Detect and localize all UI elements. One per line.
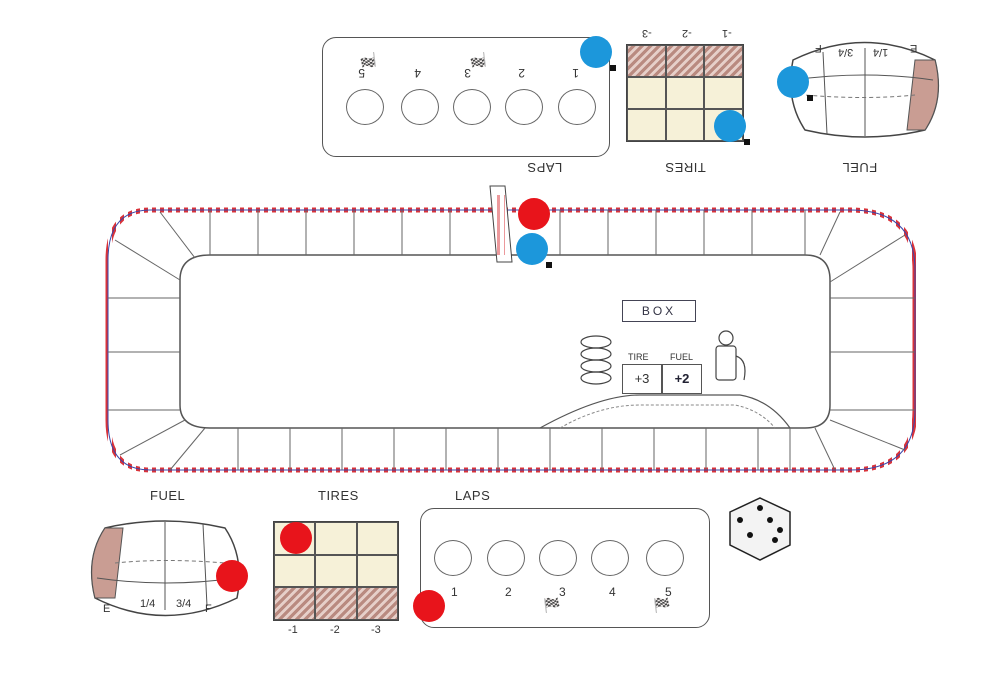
tire-cell-worn (627, 45, 666, 77)
tire-cell (665, 77, 705, 109)
token-marker (546, 262, 552, 268)
lap-circle[interactable] (434, 540, 472, 576)
checkered-flags-icon: 🏁 (469, 52, 487, 68)
tire-cell (627, 109, 666, 141)
fuel-gauge-bottom (90, 520, 240, 617)
tire-col-3-bottom: -3 (371, 624, 381, 636)
fuel-label-top: FUEL (842, 160, 878, 175)
lap-number: 2 (518, 66, 525, 80)
lap-number: 4 (609, 585, 616, 599)
laps-panel-bottom: 1 2 3 4 5 🏁 🏁 (420, 508, 710, 628)
red-tires-marker[interactable] (280, 522, 312, 554)
tire-cell (627, 77, 666, 109)
lap-number: 5 (358, 66, 365, 80)
pit-tire-label: TIRE (628, 352, 649, 362)
tire-cell (274, 554, 316, 588)
tire-cell (315, 522, 357, 555)
tire-cell-worn (356, 587, 398, 620)
red-car-token[interactable] (518, 198, 550, 230)
laps-label-top: LAPS (527, 160, 563, 175)
checkered-flags-icon: 🏁 (653, 597, 671, 613)
tire-cell (356, 554, 398, 588)
pit-fuel-bonus: +2 (662, 364, 702, 394)
fuel-mark-three-quarter-bottom: 3/4 (176, 598, 192, 610)
checkered-flags-icon: 🏁 (543, 597, 561, 613)
tire-col-3-top: -3 (642, 27, 652, 39)
tire-col-2-bottom: -2 (330, 624, 340, 636)
fuel-mark-e-bottom: E (103, 603, 111, 615)
tire-col-1-top: -1 (722, 27, 732, 39)
laps-label-bottom: LAPS (455, 488, 491, 503)
checkered-flags-icon: 🏁 (359, 52, 377, 68)
dice-icon (729, 497, 791, 561)
lap-circle[interactable] (346, 89, 384, 125)
lap-circle[interactable] (558, 89, 596, 125)
tire-cell-worn (665, 45, 705, 77)
blue-tires-marker[interactable] (714, 110, 750, 145)
tires-label-bottom: TIRES (318, 488, 359, 503)
pit-tire-bonus: +3 (622, 364, 662, 394)
tire-stack-icon (580, 335, 612, 385)
tire-cell (315, 554, 357, 588)
tire-cell-worn (704, 45, 743, 77)
red-laps-marker[interactable] (413, 590, 445, 622)
blue-car-token[interactable] (516, 233, 552, 268)
tire-cell (704, 77, 743, 109)
lap-number: 3 (559, 585, 566, 599)
token-marker (610, 65, 616, 71)
lap-number: 3 (464, 66, 471, 80)
fuel-mark-f-top: F (815, 42, 822, 54)
fuel-label-bottom: FUEL (150, 488, 186, 503)
pit-box-sign: BOX (622, 300, 696, 322)
fuel-mark-f-bottom: F (205, 603, 212, 615)
lap-circle[interactable] (401, 89, 439, 125)
fuel-mark-quarter-bottom: 1/4 (140, 598, 156, 610)
lap-circle[interactable] (453, 89, 491, 125)
tire-col-2-top: -2 (682, 27, 692, 39)
tire-cell (356, 522, 398, 555)
tire-cell-worn (274, 587, 316, 620)
fuel-pump-icon (715, 330, 746, 381)
tires-label-top: TIRES (665, 160, 706, 175)
lap-circle[interactable] (591, 540, 629, 576)
lap-number: 2 (505, 585, 512, 599)
fuel-mark-quarter-top: 1/4 (873, 46, 889, 58)
start-finish-line-icon (489, 185, 513, 263)
lap-circle[interactable] (646, 540, 684, 576)
blue-laps-marker[interactable] (580, 36, 616, 71)
tire-wear-grid-bottom (273, 521, 399, 621)
lap-circle[interactable] (539, 540, 577, 576)
tire-col-1-bottom: -1 (288, 624, 298, 636)
token-marker (807, 95, 813, 101)
lap-number: 1 (572, 66, 579, 80)
blue-fuel-marker[interactable] (777, 66, 813, 101)
lap-circle[interactable] (487, 540, 525, 576)
lap-circle[interactable] (505, 89, 543, 125)
tire-cell (665, 109, 705, 141)
red-fuel-marker[interactable] (216, 560, 248, 592)
pit-fuel-label: FUEL (670, 352, 694, 362)
laps-panel-top: 1 2 3 4 5 🏁 🏁 (322, 37, 610, 157)
lap-number: 4 (414, 66, 421, 80)
tire-cell-worn (315, 587, 357, 620)
token-marker (744, 139, 750, 145)
fuel-mark-three-quarter-top: 3/4 (838, 46, 854, 58)
fuel-gauge-top (790, 41, 940, 138)
fuel-mark-e-top: E (910, 42, 918, 54)
lap-number: 5 (665, 585, 672, 599)
lap-number: 1 (451, 585, 458, 599)
